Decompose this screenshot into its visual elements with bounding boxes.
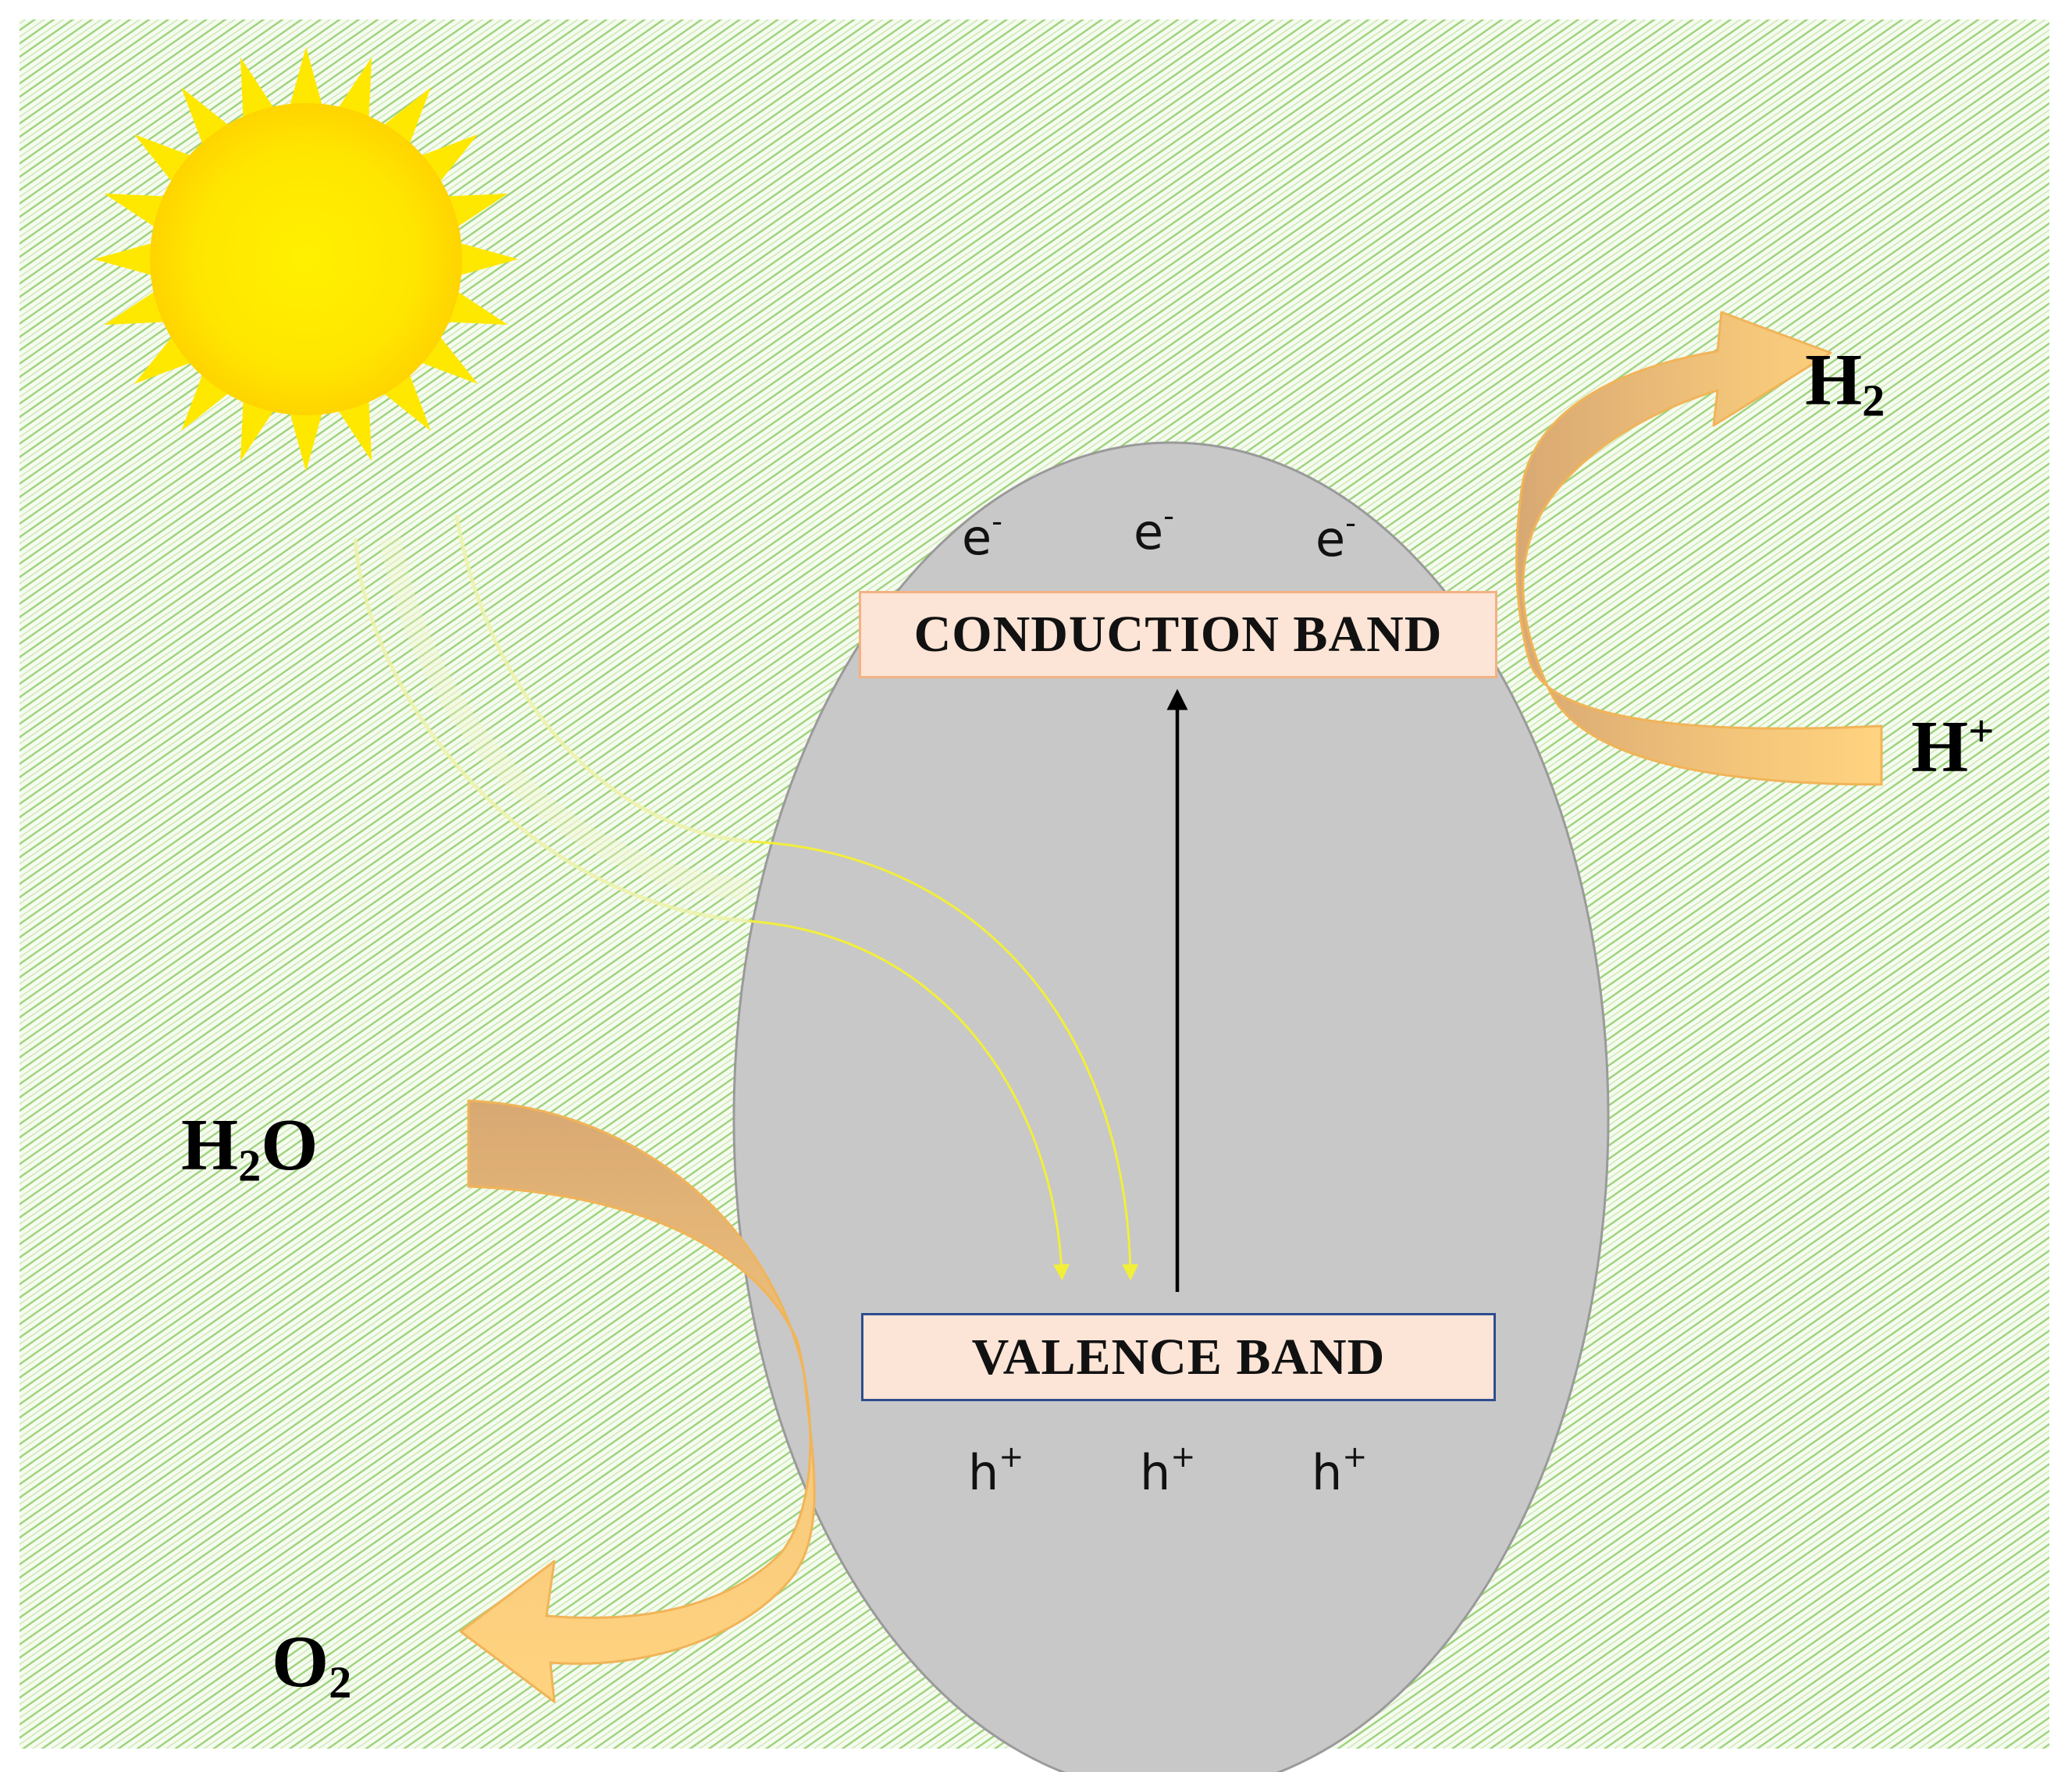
h2-label: H2 bbox=[1805, 340, 1885, 426]
light-beam bbox=[353, 514, 751, 923]
electron-2: e- bbox=[1134, 499, 1175, 560]
valence-band-label: VALENCE BAND bbox=[971, 1328, 1386, 1386]
hole-3: h+ bbox=[1312, 1439, 1368, 1501]
electron-1: e- bbox=[962, 504, 1003, 566]
h2o-label: H2O bbox=[181, 1105, 319, 1191]
o2-label: O2 bbox=[272, 1621, 352, 1708]
photon-arrow-1 bbox=[749, 920, 1070, 1281]
conduction-band-label: CONDUCTION BAND bbox=[913, 606, 1443, 663]
h-plus-label: H+ bbox=[1911, 706, 1995, 788]
reduction-flow-arrow bbox=[1515, 311, 1883, 786]
photon-arrow-2 bbox=[749, 840, 1139, 1281]
hole-2: h+ bbox=[1140, 1439, 1196, 1501]
valence-band-box: VALENCE BAND bbox=[861, 1313, 1496, 1401]
semiconductor-particle bbox=[732, 441, 1610, 1772]
electron-3: e- bbox=[1315, 506, 1357, 568]
sun-icon bbox=[94, 47, 518, 471]
oxidation-flow-arrow bbox=[459, 1099, 816, 1703]
hole-1: h+ bbox=[968, 1439, 1024, 1501]
conduction-band-box: CONDUCTION BAND bbox=[859, 591, 1497, 678]
